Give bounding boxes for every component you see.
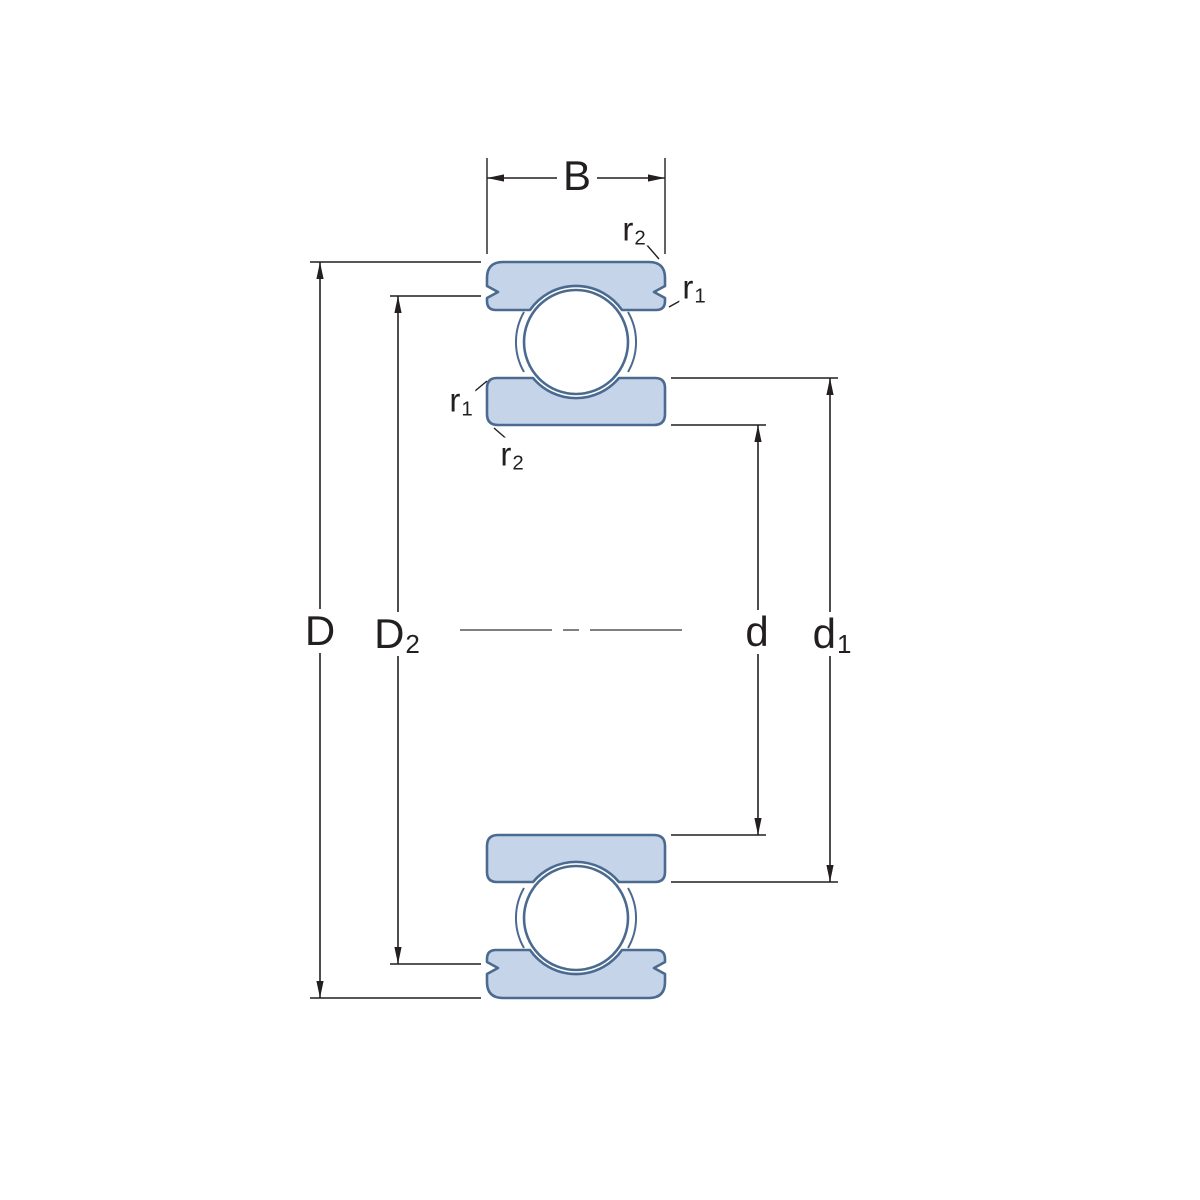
label-width-b: B — [556, 152, 598, 199]
label-r1-inner-top-text: r — [449, 381, 461, 419]
label-radius-r1-outer-face: r1 — [679, 268, 709, 306]
leader-r2-outer-top — [645, 243, 660, 260]
outer-ring-top — [485, 260, 667, 312]
label-radius-r2-outer-top: r2 — [619, 210, 649, 248]
label-outer-diameter-d: D — [298, 607, 342, 654]
ball-bottom — [522, 864, 630, 972]
dim-d1-arrow-bottom — [826, 865, 834, 882]
label-radius-r2-inner-bottom: r2 — [497, 435, 527, 473]
label-r1-inner-top-sub: 1 — [461, 397, 473, 421]
label-r1-outer-face-text: r — [682, 268, 694, 306]
label-r1-outer-face-sub: 1 — [694, 284, 706, 308]
label-shoulder-diameter-d1: d1 — [806, 610, 858, 660]
leader-r1-inner-top — [474, 380, 488, 392]
label-recess-diameter-text: D — [374, 610, 405, 657]
label-bore-diameter-text: d — [745, 608, 769, 655]
label-radius-r1-inner-top: r1 — [446, 381, 476, 419]
label-r2-outer-top-text: r — [622, 210, 634, 248]
dim-d1-arrow-top — [826, 378, 834, 395]
dim-d2-arrow-top — [394, 296, 402, 313]
label-bore-diameter-d: d — [739, 608, 775, 655]
outer-ring-bottom — [485, 948, 667, 1000]
cage-arc-top-left — [514, 311, 525, 373]
label-r2-outer-top-sub: 2 — [634, 226, 646, 250]
bearing-bottom-half — [485, 833, 667, 1000]
label-width-b-text: B — [562, 152, 592, 199]
label-outer-diameter-text: D — [304, 607, 336, 654]
label-r2-inner-bottom-text: r — [500, 435, 512, 473]
label-recess-diameter-sub: 2 — [405, 629, 420, 660]
dim-d2-arrow-bottom — [394, 947, 402, 964]
dim-d-outer-arrow-top — [316, 262, 324, 279]
dim-b-arrow-left — [487, 174, 504, 182]
dim-b-arrow-right — [648, 174, 665, 182]
dim-d-bore-arrow-bottom — [754, 818, 762, 835]
cage-arc-bottom-right — [627, 887, 638, 949]
inner-ring-bottom — [485, 833, 667, 884]
ball-top — [522, 288, 630, 396]
label-shoulder-diameter-sub: 1 — [836, 629, 852, 660]
label-recess-diameter-d2: D2 — [368, 610, 426, 660]
bearing-top-half — [485, 260, 667, 427]
label-shoulder-diameter-text: d — [812, 610, 836, 657]
dim-d-bore-arrow-top — [754, 425, 762, 442]
cage-arc-top-right — [627, 311, 638, 373]
label-r2-inner-bottom-sub: 2 — [512, 451, 524, 475]
dim-d-outer-arrow-bottom — [316, 981, 324, 998]
cage-arc-bottom-left — [514, 887, 525, 949]
inner-ring-top — [485, 376, 667, 427]
